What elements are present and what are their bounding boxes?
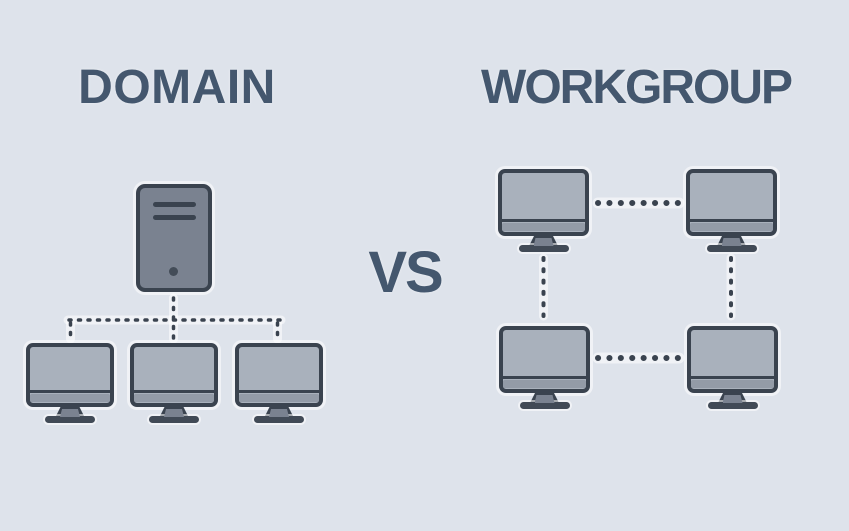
monitor-separator [689,376,776,379]
vs-label: VS [368,240,443,305]
monitor-screen [26,343,114,407]
monitor-stand-neck-fill [164,409,184,417]
monitor-screen [498,169,589,236]
domain-client-3-icon [235,343,323,423]
monitor-stand-neck-fill [533,238,554,246]
monitor-chin [691,380,774,388]
monitor-separator [237,390,321,393]
monitor-stand-neck-fill [534,395,555,403]
monitor-stand-neck-fill [722,395,743,403]
monitor-screen [499,326,590,393]
monitor-stand-base [149,416,199,423]
monitor-stand-neck-fill [60,409,80,417]
monitor-stand-base [707,402,758,409]
workgroup-peer-top-left-icon [498,169,589,252]
workgroup-peer-bottom-left-icon [499,326,590,409]
monitor-stand-base [518,245,569,252]
monitor-chin [134,394,214,402]
monitor-stand-neck-fill [269,409,289,417]
monitor-separator [688,219,775,222]
workgroup-peer-bottom-right-icon [687,326,778,409]
monitor-stand-base [254,416,304,423]
monitor-screen [235,343,323,407]
server-power-dot [169,267,178,276]
server-vent-slot [153,202,196,207]
monitor-chin [502,223,585,231]
domain-client-2-icon [130,343,218,423]
domain-title: DOMAIN [78,61,276,114]
monitor-separator [132,390,216,393]
monitor-stand-base [706,245,757,252]
monitor-chin [503,380,586,388]
monitor-screen [130,343,218,407]
monitor-screen [686,169,777,236]
server-vent-slot [153,215,196,220]
monitor-chin [239,394,319,402]
monitor-screen [687,326,778,393]
server-tower-icon [136,184,212,292]
monitor-stand-base [519,402,570,409]
monitor-separator [501,376,588,379]
monitor-stand-neck-fill [721,238,742,246]
workgroup-peer-top-right-icon [686,169,777,252]
monitor-stand-base [45,416,95,423]
monitor-chin [30,394,110,402]
monitor-chin [690,223,773,231]
workgroup-title: WORKGROUP [481,61,793,114]
domain-client-1-icon [26,343,114,423]
monitor-separator [500,219,587,222]
monitor-separator [28,390,112,393]
